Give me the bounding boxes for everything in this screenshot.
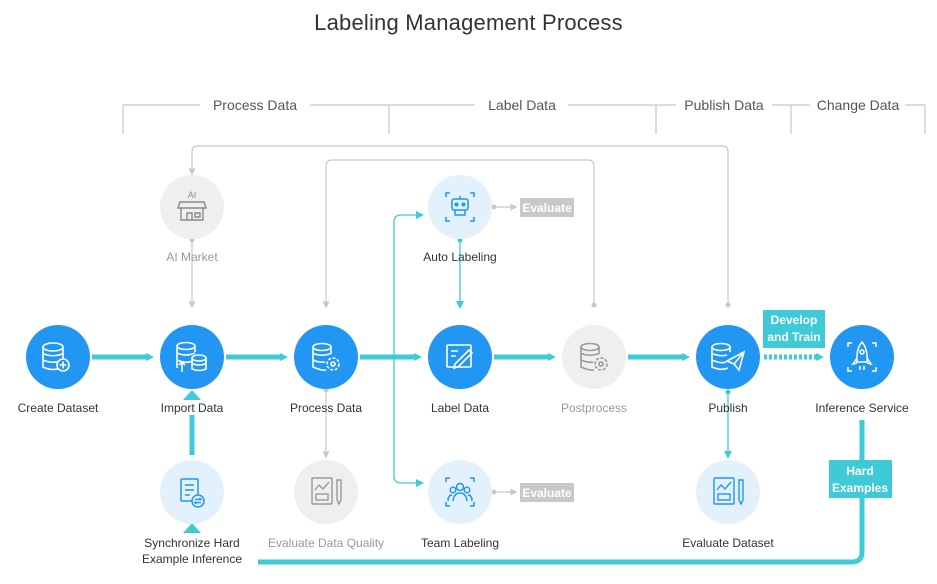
label-create-dataset: Create Dataset <box>18 401 99 415</box>
database-import-icon <box>176 341 207 372</box>
label-sync-hard-line2: Example Inference <box>142 552 242 566</box>
page-title: Labeling Management Process <box>314 10 623 35</box>
node-label-data <box>428 325 492 389</box>
node-postprocess <box>562 325 626 389</box>
svg-text:Develop: Develop <box>771 313 818 327</box>
node-create-dataset <box>26 325 90 389</box>
phase-label-change: Change Data <box>817 97 900 113</box>
tag-hard-examples: Hard Examples <box>829 460 892 498</box>
node-team-labeling <box>428 460 492 524</box>
label-label-data: Label Data <box>431 401 489 415</box>
node-publish <box>696 325 760 389</box>
label-evaluate-dataset: Evaluate Dataset <box>682 536 774 550</box>
svg-text:AI: AI <box>188 190 197 200</box>
label-inference-service: Inference Service <box>815 401 909 415</box>
tag-evaluate-auto: Evaluate <box>520 198 574 217</box>
store-icon: AI <box>177 190 207 221</box>
label-postprocess: Postprocess <box>561 401 627 415</box>
arrowhead-up-sync <box>183 523 201 533</box>
node-evaluate-dataset <box>696 460 760 524</box>
phase-label-publish: Publish Data <box>684 97 764 113</box>
rocket-icon <box>847 340 877 372</box>
arrowhead-up-import <box>183 390 201 400</box>
branch-to-team <box>393 357 424 487</box>
database-add-icon <box>42 342 70 372</box>
label-edit-icon <box>446 344 474 370</box>
database-gear-icon <box>580 342 608 371</box>
svg-text:Hard: Hard <box>846 464 873 478</box>
main-flow-lines <box>92 353 865 565</box>
phase-brackets <box>122 104 926 134</box>
label-team-labeling: Team Labeling <box>421 536 499 550</box>
loop-publish-to-ai-market <box>188 145 729 305</box>
branch-lines <box>393 211 732 487</box>
tag-develop-and-train: Develop and Train <box>763 310 825 348</box>
chart-doc-icon <box>311 477 342 506</box>
branch-to-auto <box>393 211 424 357</box>
loop-postprocess-to-process <box>322 159 595 309</box>
team-icon <box>445 477 475 507</box>
label-evaluate-quality: Evaluate Data Quality <box>268 536 384 550</box>
chart-doc-icon <box>713 477 744 506</box>
label-ai-market: AI Market <box>166 250 218 264</box>
gray-loop-lines <box>188 145 729 496</box>
node-auto-labeling <box>428 175 492 239</box>
document-sync-icon <box>180 478 205 508</box>
label-import-data: Import Data <box>161 401 224 415</box>
tag-evaluate-team: Evaluate <box>520 483 574 502</box>
node-process-data <box>294 325 358 389</box>
node-inference-service <box>830 325 894 389</box>
label-publish: Publish <box>708 401 747 415</box>
robot-icon <box>445 192 475 222</box>
database-send-icon <box>711 342 746 372</box>
svg-text:Evaluate: Evaluate <box>522 201 572 215</box>
database-gear-icon <box>312 342 340 371</box>
label-sync-hard-line1: Synchronize Hard <box>144 536 239 550</box>
svg-text:Evaluate: Evaluate <box>522 486 572 500</box>
bracket-change-data <box>790 104 926 134</box>
flow-inference-to-sync <box>258 420 865 565</box>
node-evaluate-quality <box>294 460 358 524</box>
node-sync-hard-example <box>160 460 224 524</box>
node-import-data <box>160 325 224 389</box>
label-auto-labeling: Auto Labeling <box>423 250 496 264</box>
node-ai-market: AI <box>160 175 224 239</box>
svg-text:Examples: Examples <box>832 481 888 495</box>
phase-label-process: Process Data <box>213 97 297 113</box>
phase-label-label: Label Data <box>488 97 556 113</box>
label-process-data: Process Data <box>290 401 362 415</box>
svg-text:and Train: and Train <box>767 330 820 344</box>
